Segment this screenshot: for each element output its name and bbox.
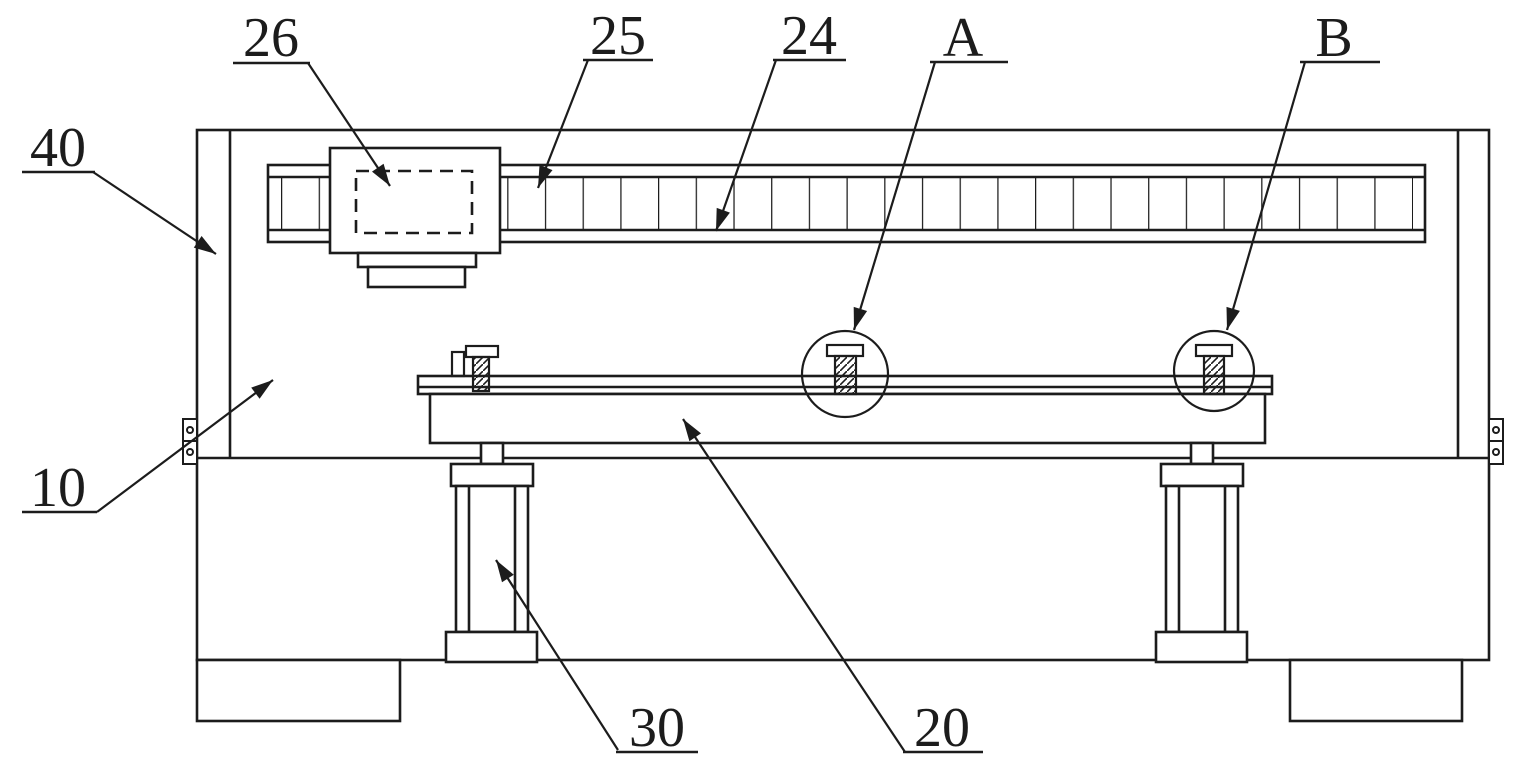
leader-25 — [536, 59, 590, 189]
arrowhead — [853, 306, 868, 330]
base-foot-right — [1288, 658, 1464, 723]
label-b: B — [1315, 7, 1352, 69]
reference-labels: 26 25 24 A B 40 10 30 20 — [22, 5, 1380, 759]
rail-outline — [266, 163, 1427, 244]
leader-lines — [92, 59, 1307, 753]
cylinder-body — [454, 484, 530, 634]
leader-30 — [495, 559, 619, 751]
bolt-shank — [471, 355, 491, 393]
cylinder-bottom-flange — [444, 630, 539, 664]
bolt-shank — [833, 354, 858, 396]
label-20: 20 — [914, 697, 970, 759]
label-30: 30 — [629, 697, 685, 759]
arrowhead — [496, 560, 514, 583]
clamp-bolt-a — [825, 343, 865, 396]
arrowhead — [1226, 306, 1240, 330]
detail-circle-a — [800, 329, 890, 419]
cylinder-body — [1164, 484, 1240, 634]
clamp-bolt-left — [464, 344, 500, 393]
platform-beam — [428, 392, 1267, 445]
bolt-head — [1194, 343, 1234, 358]
carriage-mount-upper — [356, 251, 478, 269]
bolt-head — [464, 344, 500, 359]
arrowhead — [716, 207, 730, 231]
clamp-bolt-b — [1194, 343, 1234, 396]
detail-circle-b — [1172, 329, 1256, 413]
bolt-head — [825, 343, 865, 358]
right-hinge-tab — [1488, 418, 1504, 465]
label-40: 40 — [30, 117, 86, 179]
arrowhead — [372, 163, 390, 186]
bolt-shank — [1202, 354, 1226, 396]
leader-26 — [307, 62, 391, 187]
cylinder-rod — [1189, 441, 1215, 466]
support-cylinder-right — [1154, 441, 1249, 664]
left-hinge-pin-top — [186, 426, 194, 434]
carriage-hidden-motor — [354, 169, 474, 235]
carriage-block — [328, 146, 502, 289]
leader-10 — [96, 379, 274, 513]
label-26: 26 — [243, 7, 299, 69]
right-hinge-pin-bottom — [1492, 448, 1500, 456]
base-foot-left — [195, 658, 402, 723]
label-a: A — [943, 7, 984, 69]
cylinder-top-flange — [449, 462, 535, 488]
arrowhead — [538, 164, 553, 188]
arrowhead — [683, 419, 701, 442]
arrowhead — [193, 236, 216, 254]
leader-b — [1225, 61, 1307, 331]
label-10: 10 — [30, 457, 86, 519]
right-hinge-pin-top — [1492, 426, 1500, 434]
label-24: 24 — [781, 5, 837, 67]
label-25: 25 — [590, 5, 646, 67]
leader-40 — [92, 171, 217, 255]
leader-20 — [682, 418, 906, 753]
leader-a — [852, 61, 937, 331]
carriage-mount-lower — [366, 265, 467, 289]
cylinder-rod — [479, 441, 505, 466]
cylinder-top-flange — [1159, 462, 1245, 488]
arrowhead — [251, 380, 273, 399]
left-hinge-pin-bottom — [186, 448, 194, 456]
support-cylinder-left — [444, 441, 539, 664]
cylinder-bottom-flange — [1154, 630, 1249, 664]
clamp-pin-left — [450, 350, 466, 378]
leader-24 — [714, 59, 778, 232]
